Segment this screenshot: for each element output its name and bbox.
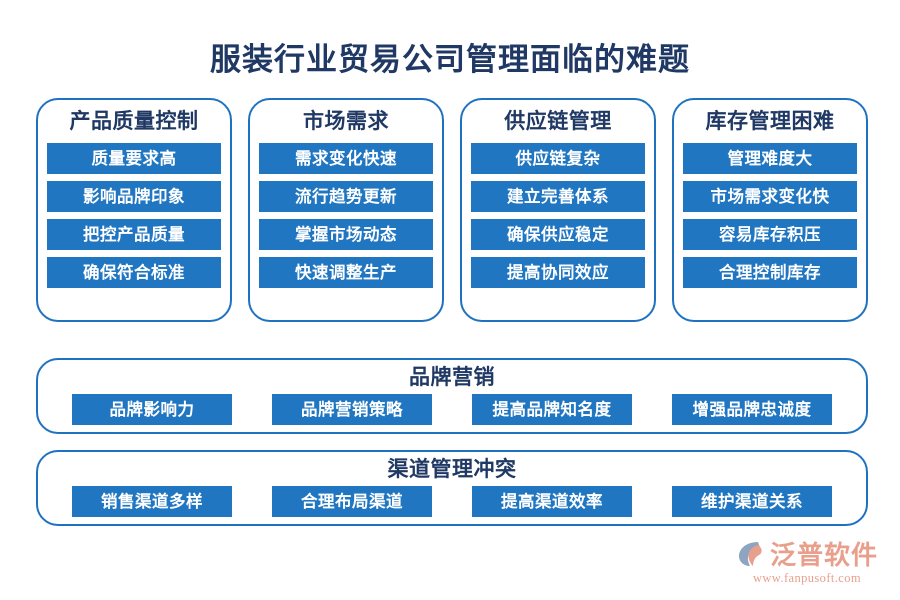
card-items: 供应链复杂 建立完善体系 确保供应稳定 提高协同效应 <box>471 143 645 288</box>
card-item-chip[interactable]: 需求变化快速 <box>259 143 433 174</box>
card-product-quality-control: 产品质量控制 质量要求高 影响品牌印象 把控产品质量 确保符合标准 <box>36 98 232 322</box>
card-items: 需求变化快速 流行趋势更新 掌握市场动态 快速调整生产 <box>259 143 433 288</box>
card-item-chip[interactable]: 把控产品质量 <box>47 219 221 250</box>
panel-item-chip[interactable]: 增强品牌忠诚度 <box>672 394 832 425</box>
panel-header: 渠道管理冲突 <box>387 457 517 481</box>
card-item-chip[interactable]: 市场需求变化快 <box>683 181 857 212</box>
card-item-chip[interactable]: 管理难度大 <box>683 143 857 174</box>
card-item-chip[interactable]: 确保符合标准 <box>47 257 221 288</box>
card-item-chip[interactable]: 供应链复杂 <box>471 143 645 174</box>
panel-item-chip[interactable]: 维护渠道关系 <box>672 486 832 517</box>
panel-brand-marketing: 品牌营销 品牌影响力 品牌营销策略 提高品牌知名度 增强品牌忠诚度 <box>36 358 868 434</box>
card-item-chip[interactable]: 提高协同效应 <box>471 257 645 288</box>
card-item-chip[interactable]: 合理控制库存 <box>683 257 857 288</box>
panel-item-chip[interactable]: 提高渠道效率 <box>472 486 632 517</box>
panel-item-chip[interactable]: 合理布局渠道 <box>272 486 432 517</box>
logo-name: 泛普软件 <box>769 541 878 570</box>
brand-logo: 泛普软件 www.fanpusoft.com <box>736 535 878 586</box>
card-supply-chain-management: 供应链管理 供应链复杂 建立完善体系 确保供应稳定 提高协同效应 <box>460 98 656 322</box>
panel-header: 品牌营销 <box>409 365 495 389</box>
card-items: 质量要求高 影响品牌印象 把控产品质量 确保符合标准 <box>47 143 221 288</box>
panel-item-chip[interactable]: 品牌影响力 <box>72 394 232 425</box>
card-item-chip[interactable]: 流行趋势更新 <box>259 181 433 212</box>
page-title: 服装行业贸易公司管理面临的难题 <box>210 42 690 77</box>
fanpu-swoosh-icon <box>736 539 766 569</box>
card-item-chip[interactable]: 确保供应稳定 <box>471 219 645 250</box>
card-item-chip[interactable]: 容易库存积压 <box>683 219 857 250</box>
card-item-chip[interactable]: 影响品牌印象 <box>47 181 221 212</box>
card-header: 库存管理困难 <box>705 109 835 133</box>
card-items: 管理难度大 市场需求变化快 容易库存积压 合理控制库存 <box>683 143 857 288</box>
card-item-chip[interactable]: 快速调整生产 <box>259 257 433 288</box>
card-item-chip[interactable]: 建立完善体系 <box>471 181 645 212</box>
panel-items: 品牌影响力 品牌营销策略 提高品牌知名度 增强品牌忠诚度 <box>38 392 866 425</box>
card-market-demand: 市场需求 需求变化快速 流行趋势更新 掌握市场动态 快速调整生产 <box>248 98 444 322</box>
panel-item-chip[interactable]: 销售渠道多样 <box>72 486 232 517</box>
panel-items: 销售渠道多样 合理布局渠道 提高渠道效率 维护渠道关系 <box>38 484 866 517</box>
card-inventory-management-difficulty: 库存管理困难 管理难度大 市场需求变化快 容易库存积压 合理控制库存 <box>672 98 868 322</box>
panel-item-chip[interactable]: 品牌营销策略 <box>272 394 432 425</box>
top-cards-row: 产品质量控制 质量要求高 影响品牌印象 把控产品质量 确保符合标准 市场需求 需… <box>36 98 868 322</box>
panel-item-chip[interactable]: 提高品牌知名度 <box>472 394 632 425</box>
card-header: 产品质量控制 <box>69 109 199 133</box>
card-item-chip[interactable]: 质量要求高 <box>47 143 221 174</box>
logo-url: www.fanpusoft.com <box>752 571 862 585</box>
card-item-chip[interactable]: 掌握市场动态 <box>259 219 433 250</box>
card-header: 市场需求 <box>303 109 389 133</box>
card-header: 供应链管理 <box>504 109 612 133</box>
panel-channel-management-conflict: 渠道管理冲突 销售渠道多样 合理布局渠道 提高渠道效率 维护渠道关系 <box>36 450 868 526</box>
logo-row: 泛普软件 <box>736 535 878 572</box>
